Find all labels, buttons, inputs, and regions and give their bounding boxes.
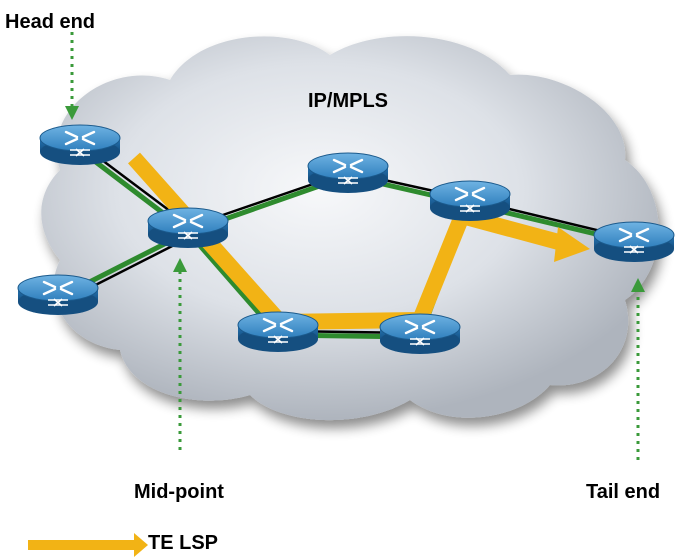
router-icon (236, 310, 320, 354)
tail-end-label: Tail end (586, 481, 660, 503)
head-end-label: Head end (5, 11, 95, 33)
ip-mpls-cloud (41, 36, 659, 421)
router-icon (592, 220, 676, 264)
router-icon (146, 206, 230, 250)
legend: TE LSP (28, 532, 218, 557)
router-icon (38, 123, 122, 167)
router-icon (428, 179, 512, 223)
router-icon (306, 151, 390, 195)
legend-te-lsp-label: TE LSP (148, 532, 218, 554)
legend-arrow-body (28, 540, 138, 550)
mid-point-label: Mid-point (134, 481, 224, 503)
mid-point-pointer (173, 258, 187, 450)
head-end-pointer (65, 32, 79, 120)
router-icon (378, 312, 462, 356)
tail-end-pointer (631, 278, 645, 460)
router-icon (16, 273, 100, 317)
cloud-label: IP/MPLS (308, 90, 388, 112)
legend-arrow-head (134, 533, 148, 557)
